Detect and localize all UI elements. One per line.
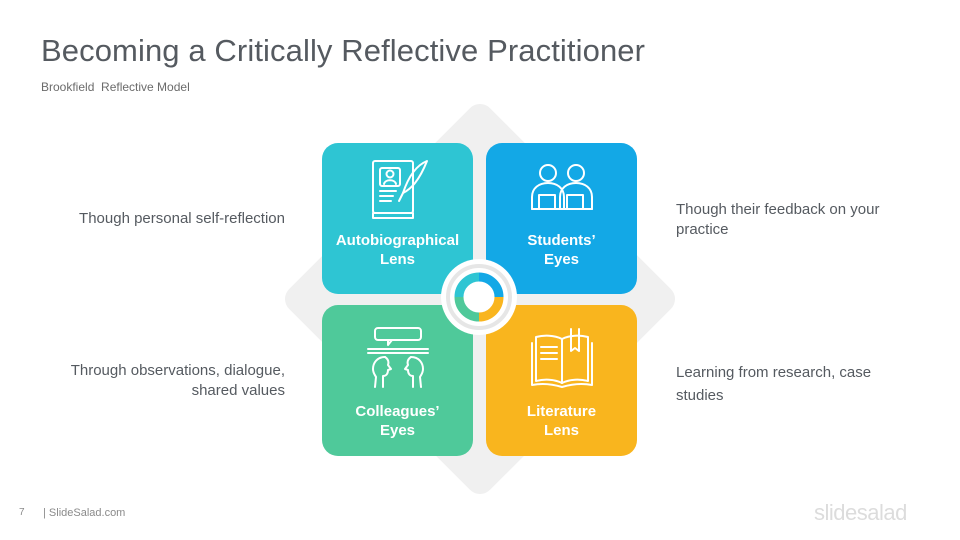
page-title: Becoming a Critically Reflective Practit… xyxy=(41,33,646,68)
description-colleagues: Through observations, dialogue, shared v… xyxy=(70,362,285,399)
two-students-icon xyxy=(531,164,593,210)
quadrant-students-eyes: Students’ Eyes xyxy=(486,143,637,294)
description-students: Though their feedback on your practice xyxy=(676,201,880,238)
quadrant-label: Students’ Eyes xyxy=(527,232,596,268)
open-book-icon xyxy=(531,328,593,388)
description-literature: Learning from research, case studies xyxy=(676,364,872,404)
book-portrait-quill-icon xyxy=(372,160,428,219)
description-autobiographical: Though personal self-reflection xyxy=(79,210,285,227)
quadrant-literature-lens: Literature Lens xyxy=(486,305,637,456)
quadrant-label: Colleagues’ Eyes xyxy=(355,403,440,439)
quadrant-colleagues-eyes: Colleagues’ Eyes xyxy=(322,305,473,456)
quadrant-autobiographical-lens: Autobiographical Lens xyxy=(322,143,473,294)
cycle-ring-icon xyxy=(441,259,517,335)
footer-source: | SlideSalad.com xyxy=(43,507,126,519)
brand-logo: slidesalad xyxy=(814,500,907,525)
page-number: 7 xyxy=(19,507,25,518)
quadrant-label: Autobiographical Lens xyxy=(335,232,460,268)
quadrant-label: Literature Lens xyxy=(526,403,597,439)
page-subtitle: Brookfield Reflective Model xyxy=(41,80,190,94)
colleagues-dialogue-icon xyxy=(367,327,429,388)
